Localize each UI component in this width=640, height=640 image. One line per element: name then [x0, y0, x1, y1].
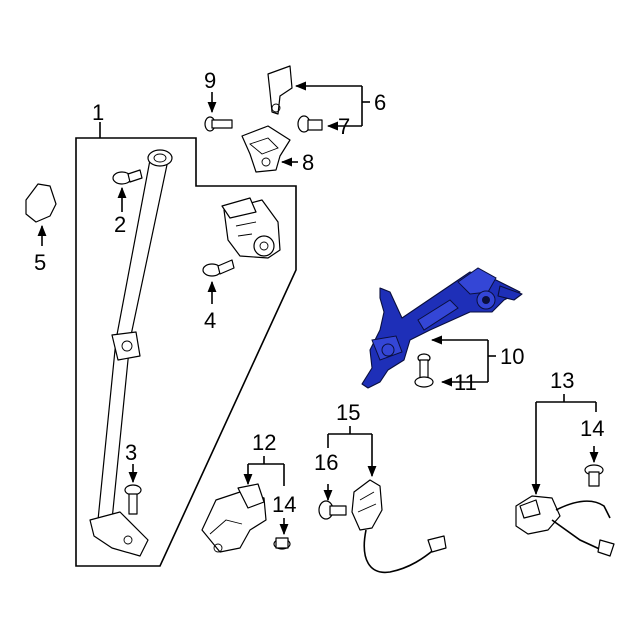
callout-3: 3	[125, 440, 137, 465]
cover-5-part	[25, 183, 57, 223]
callout-12: 12	[252, 430, 276, 455]
callout-6: 6	[374, 90, 386, 115]
group-1-outline	[75, 137, 297, 567]
callout-1: 1	[92, 100, 104, 125]
callout-13: 13	[550, 368, 574, 393]
nut-14-left-part	[273, 537, 291, 550]
callout-10: 10	[500, 344, 524, 369]
seat-belt-assembly-10-highlighted	[361, 267, 523, 389]
buckle-12-part	[201, 483, 267, 553]
bolt-9-part	[204, 116, 233, 132]
bolt-11-part	[414, 353, 434, 388]
callout-15: 15	[336, 400, 360, 425]
callout-8: 8	[302, 150, 314, 175]
latch-13-part	[515, 495, 615, 557]
callout-11: 11	[454, 370, 477, 395]
callout-2: 2	[114, 212, 126, 237]
bolt-3-part	[124, 484, 142, 515]
callout-5: 5	[34, 250, 46, 275]
bracket-8-part	[241, 125, 291, 173]
bracket-6-part	[267, 65, 293, 115]
bolt-7-part	[297, 115, 323, 133]
seat-belt-webbing	[89, 149, 173, 557]
retractor-part	[221, 197, 281, 259]
callout-9: 9	[204, 68, 216, 93]
nut-14-right-part	[584, 464, 604, 487]
callout-16: 16	[314, 450, 338, 475]
callout-14-left: 14	[272, 492, 296, 517]
bolt-2-part	[112, 169, 143, 185]
bolt-16-part	[318, 500, 347, 520]
buckle-15-part	[351, 479, 447, 574]
callout-7: 7	[338, 114, 350, 139]
bolt-4-part	[202, 259, 235, 277]
callout-4: 4	[204, 308, 216, 333]
callout-14-right: 14	[580, 416, 604, 441]
